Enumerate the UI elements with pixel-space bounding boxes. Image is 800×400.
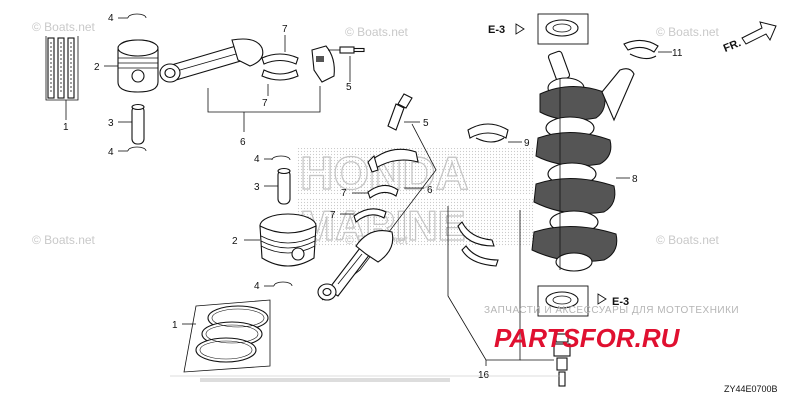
part-number-2: 2 <box>94 62 100 73</box>
part-number-8: 8 <box>632 174 638 185</box>
boats-watermark: © Boats.net <box>656 233 720 247</box>
part-number-1: 1 <box>63 122 69 133</box>
part-number-7: 7 <box>330 210 336 221</box>
part-number-9: 9 <box>524 138 530 149</box>
part-number-11: 11 <box>672 48 683 59</box>
stamp-subtitle: ЗАПЧАСТИ И АКСЕССУАРЫ ДЛЯ МОТОТЕХНИКИ <box>484 305 739 316</box>
connecting-rod-middle <box>317 230 394 301</box>
rod-cap-top <box>311 45 335 83</box>
ref-e3-bottom: E-3 <box>612 296 629 308</box>
piston-pin-clip-top <box>127 13 147 19</box>
oil-seal-bottom <box>537 285 589 317</box>
part-number-4: 4 <box>254 281 260 292</box>
part-number-3: 3 <box>254 182 260 193</box>
crankshaft <box>531 50 635 272</box>
part-number-5: 5 <box>423 118 429 129</box>
arrow-right-icon <box>515 23 525 35</box>
thrust-washer-11 <box>623 39 659 60</box>
rod-cap-middle <box>367 148 419 173</box>
thrust-washer-lower <box>457 221 499 267</box>
part-number-1: 1 <box>172 320 178 331</box>
part-number-16: 16 <box>478 370 490 381</box>
part-number-4: 4 <box>108 147 114 158</box>
boats-watermark: © Boats.net <box>345 25 409 39</box>
boats-watermark: © Boats.net <box>32 233 96 247</box>
stamp-brand: PARTSFOR.RU <box>494 323 681 353</box>
piston-middle <box>259 213 317 267</box>
copyright-fine-print <box>200 378 450 382</box>
arrow-right-icon <box>597 293 607 305</box>
piston-top <box>117 39 159 93</box>
part-number-5: 5 <box>346 82 352 93</box>
rod-bolt-middle <box>387 93 413 131</box>
rod-bearing-middle-lower <box>353 208 387 223</box>
part-number-3: 3 <box>108 118 114 129</box>
piston-pin-middle <box>277 167 291 205</box>
part-number-6: 6 <box>240 137 246 148</box>
piston-rings-bottom <box>195 305 269 363</box>
piston-pin-clip-top-2 <box>127 146 147 152</box>
front-direction-arrow: FR. <box>722 21 777 55</box>
part-number-6: 6 <box>427 185 433 196</box>
piston-pin-clip-bottom <box>273 281 293 287</box>
rod-bolt-top <box>328 46 365 54</box>
part-number-4: 4 <box>108 13 114 24</box>
connecting-rod-top <box>159 38 264 83</box>
diagram-code: ZY44E0700B <box>724 384 778 394</box>
ref-e3-top: E-3 <box>488 24 505 36</box>
part-number-7: 7 <box>282 24 288 35</box>
part-number-2: 2 <box>232 236 238 247</box>
piston-pin-top <box>131 103 145 145</box>
part-number-7: 7 <box>262 98 268 109</box>
piston-rings-exploded <box>47 37 75 99</box>
oil-jet-16 <box>553 333 571 387</box>
rod-bearing-middle-upper <box>367 184 399 199</box>
boats-watermark: © Boats.net <box>656 25 720 39</box>
front-label: FR. <box>722 37 743 55</box>
piston-pin-clip-middle <box>271 155 291 161</box>
boats-watermark: © Boats.net <box>32 20 96 34</box>
part-number-7: 7 <box>341 188 347 199</box>
oil-seal-top <box>537 13 589 45</box>
main-bearing-9 <box>467 123 509 143</box>
part-number-4: 4 <box>254 154 260 165</box>
rod-bearing-top <box>261 53 299 81</box>
